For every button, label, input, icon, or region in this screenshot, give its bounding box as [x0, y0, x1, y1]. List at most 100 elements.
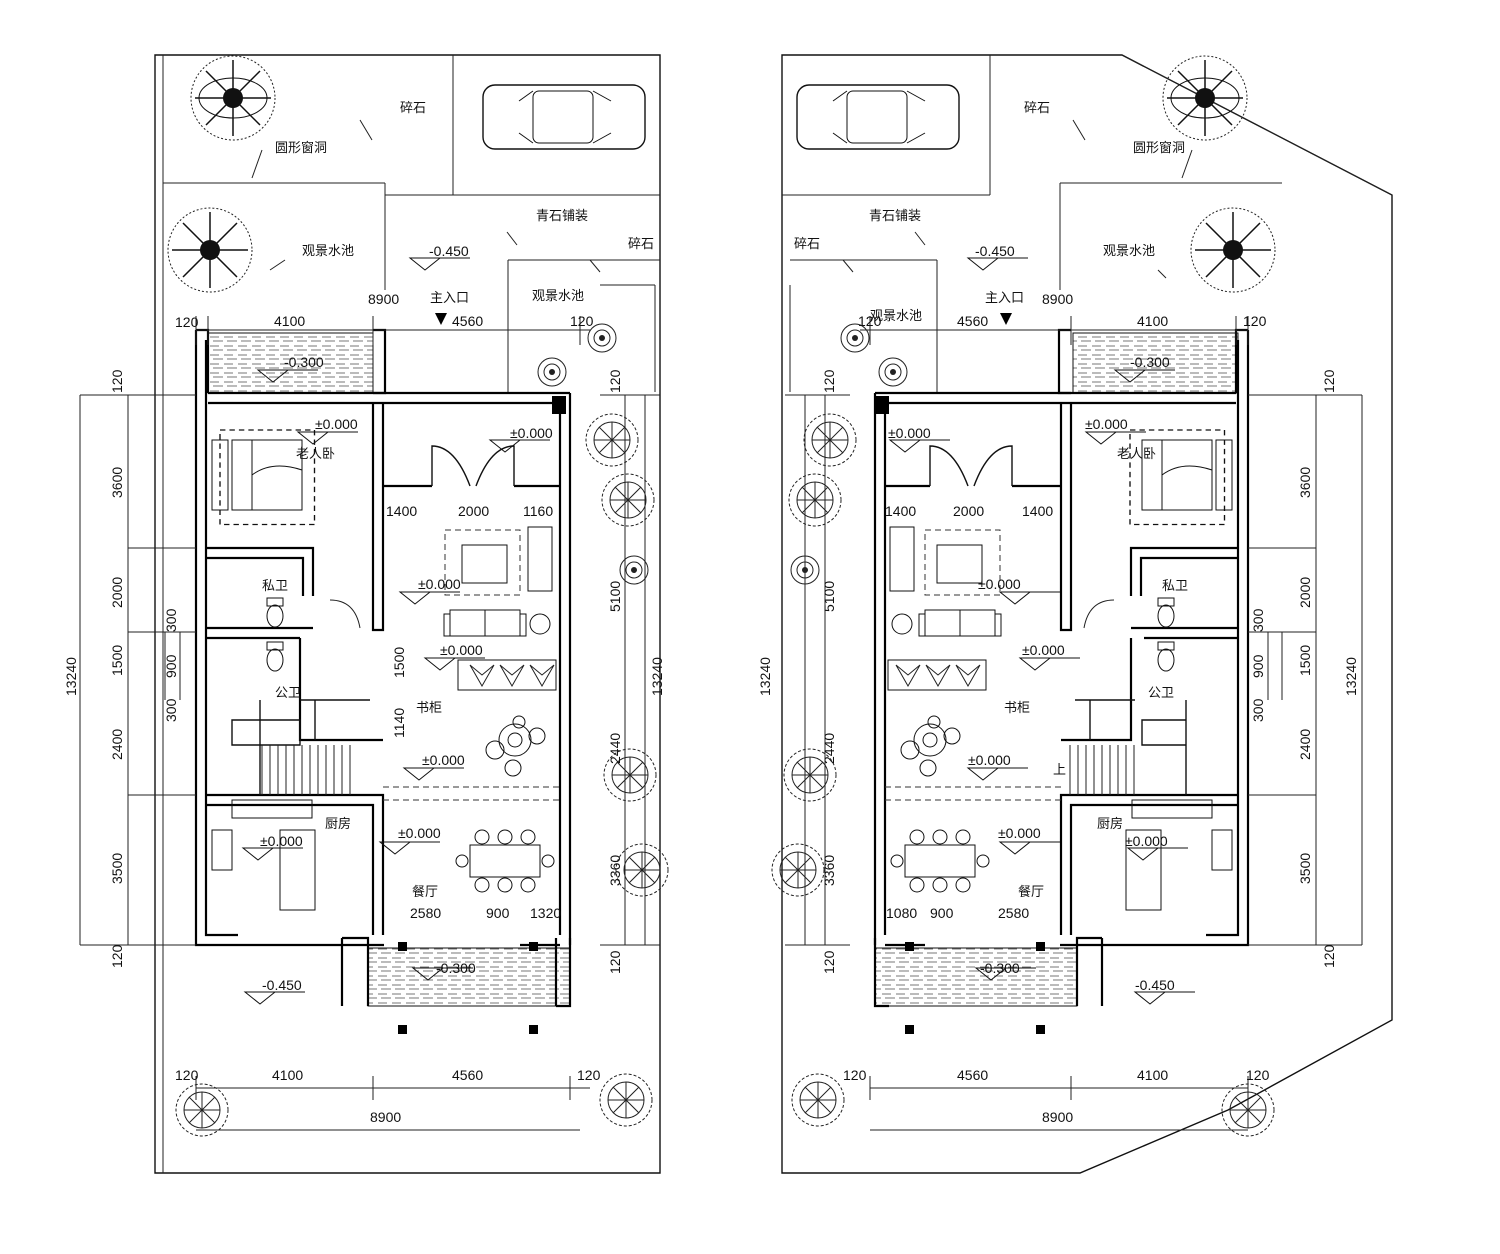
dim-300: 300 [163, 698, 179, 722]
label-bookcase: 书柜 [416, 701, 442, 716]
toilet-icon [266, 641, 284, 672]
label-gravel: 碎石 [1024, 101, 1050, 116]
label-gravel: 碎石 [400, 101, 426, 116]
label-public-bath: 公卫 [275, 686, 301, 701]
sofa-icon [918, 609, 1002, 637]
dim-5100: 5100 [821, 581, 837, 612]
level-text: -0.450 [262, 977, 302, 993]
tree-icon [599, 1073, 653, 1127]
dim-120: 120 [175, 314, 199, 330]
dim-8900: 8900 [370, 1109, 401, 1125]
dim-120: 120 [821, 950, 837, 974]
label-main-entrance: 主入口 [430, 291, 469, 306]
dim-300: 300 [1250, 608, 1266, 632]
tree-icon [1162, 55, 1248, 141]
dim-4560: 4560 [452, 1067, 483, 1083]
tree-icon [1190, 207, 1276, 293]
level-text: ±0.000 [440, 642, 483, 658]
level-text: -0.300 [284, 354, 324, 370]
label-pond: 观景水池 [1103, 244, 1155, 259]
level-text: -0.300 [1130, 354, 1170, 370]
dim-120: 120 [570, 313, 594, 329]
dim-120: 120 [858, 313, 882, 329]
dim-300: 300 [163, 608, 179, 632]
label-elder-bedroom: 老人卧 [296, 447, 335, 462]
label-pond: 观景水池 [302, 244, 354, 259]
shrub-icon [537, 357, 567, 387]
dim-2400: 2400 [109, 729, 125, 760]
car-icon [796, 84, 960, 150]
level-text: ±0.000 [1125, 833, 1168, 849]
label-round-window: 圆形窗洞 [275, 140, 327, 156]
dim-1400: 1400 [386, 503, 417, 519]
label-stone-paving: 青石铺装 [536, 209, 588, 224]
dim-2580: 2580 [998, 905, 1029, 921]
dim-13240: 13240 [63, 657, 79, 696]
dim-300: 300 [1250, 698, 1266, 722]
dim-1400: 1400 [885, 503, 916, 519]
label-pond: 观景水池 [532, 289, 584, 304]
right-labels: 碎石 圆形窗洞 观景水池 青石铺装 碎石 主入口 观景水池 老人卧 私卫 公卫 … [757, 101, 1359, 1125]
dim-13240: 13240 [1343, 657, 1359, 696]
label-public-bath: 公卫 [1148, 686, 1174, 701]
label-kitchen: 厨房 [1097, 816, 1123, 832]
level-text: -0.450 [429, 243, 469, 259]
label-kitchen: 厨房 [325, 816, 351, 832]
level-text: ±0.000 [1085, 416, 1128, 432]
dim-8900: 8900 [1042, 1109, 1073, 1125]
level-text: ±0.000 [510, 425, 553, 441]
dining-table-icon [890, 829, 990, 893]
dim-2400: 2400 [1297, 729, 1313, 760]
dim-2000: 2000 [458, 503, 489, 519]
rockery-icon [485, 715, 546, 777]
label-pond: 观景水池 [870, 309, 922, 324]
level-text: -0.300 [980, 960, 1020, 976]
left-labels: 碎石 圆形窗洞 观景水池 青石铺装 碎石 主入口 观景水池 老人卧 私卫 公卫 … [63, 101, 665, 1125]
dim-900: 900 [163, 654, 179, 678]
dim-120: 120 [1321, 369, 1337, 393]
dim-1500: 1500 [391, 647, 407, 678]
shrub-icon [619, 555, 649, 585]
dim-8900: 8900 [1042, 291, 1073, 307]
label-round-window: 圆形窗洞 [1133, 140, 1185, 156]
label-stone-paving: 青石铺装 [869, 209, 921, 224]
dining-table-icon [455, 829, 555, 893]
tree-icon [803, 413, 857, 467]
dim-1080: 1080 [886, 905, 917, 921]
dim-1140: 1140 [391, 708, 407, 738]
dim-2580: 2580 [410, 905, 441, 921]
level-text: ±0.000 [398, 825, 441, 841]
dim-120: 120 [577, 1067, 601, 1083]
dim-3500: 3500 [109, 853, 125, 884]
label-dining: 餐厅 [1018, 884, 1044, 900]
label-elder-bedroom: 老人卧 [1117, 447, 1156, 462]
dim-1400: 1400 [1022, 503, 1053, 519]
dim-1500: 1500 [1297, 645, 1313, 676]
dim-4560: 4560 [957, 1067, 988, 1083]
dim-13240: 13240 [757, 657, 773, 696]
label-gravel: 碎石 [628, 237, 654, 252]
level-text: ±0.000 [998, 825, 1041, 841]
rockery-icon [900, 715, 961, 777]
dim-120: 120 [1246, 1067, 1270, 1083]
level-text: ±0.000 [978, 576, 1021, 592]
dim-4100: 4100 [274, 313, 305, 329]
label-dining: 餐厅 [412, 884, 438, 900]
dim-2440: 2440 [607, 733, 623, 764]
toilet-icon [266, 597, 284, 628]
dim-4100: 4100 [1137, 313, 1168, 329]
dim-120: 120 [175, 1067, 199, 1083]
tree-icon [788, 473, 842, 527]
dim-2000: 2000 [109, 577, 125, 608]
tree-icon [615, 843, 669, 897]
level-text: ±0.000 [315, 416, 358, 432]
dim-2440: 2440 [821, 733, 837, 764]
label-up: 上 [1053, 763, 1066, 778]
bed-icon [219, 429, 315, 525]
label-gravel: 碎石 [794, 237, 820, 252]
dim-3500: 3500 [1297, 853, 1313, 884]
dim-120: 120 [821, 369, 837, 393]
dim-4100: 4100 [272, 1067, 303, 1083]
dim-2000: 2000 [1297, 577, 1313, 608]
